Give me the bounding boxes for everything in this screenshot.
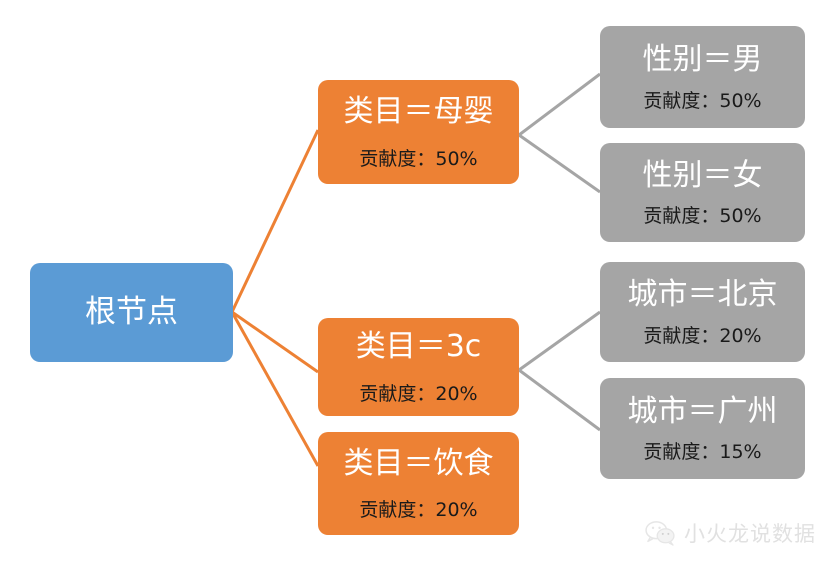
edge-3c-to-beijing	[518, 310, 601, 372]
node-root-title: 根节点	[85, 294, 178, 331]
node-branch-3c[interactable]: 类目＝3c 贡献度：20%	[318, 318, 519, 416]
node-leaf-city-beijing-title: 城市＝北京	[627, 277, 778, 313]
node-branch-muying-metric: 贡献度：50%	[359, 147, 478, 170]
edge-3c-to-guangzhou	[518, 368, 601, 432]
node-branch-muying-title: 类目＝母婴	[343, 94, 494, 130]
edge-root-to-yinshi	[230, 311, 320, 467]
wechat-icon	[645, 520, 675, 546]
node-root[interactable]: 根节点	[30, 263, 233, 362]
node-leaf-city-guangzhou-metric: 贡献度：15%	[643, 441, 762, 464]
node-leaf-gender-female[interactable]: 性别＝女 贡献度：50%	[600, 143, 805, 242]
node-leaf-city-beijing[interactable]: 城市＝北京 贡献度：20%	[600, 262, 805, 362]
node-leaf-city-beijing-metric: 贡献度：20%	[643, 324, 762, 347]
node-branch-yinshi-title: 类目＝饮食	[343, 445, 494, 481]
node-leaf-gender-female-metric: 贡献度：50%	[643, 205, 762, 228]
edge-root-to-3c	[231, 310, 319, 374]
node-branch-muying[interactable]: 类目＝母婴 贡献度：50%	[318, 80, 519, 184]
edge-muying-to-male	[518, 72, 601, 137]
node-leaf-gender-female-title: 性别＝女	[642, 157, 763, 193]
watermark: 小火龙说数据	[645, 518, 816, 548]
edge-root-to-muying	[230, 129, 320, 313]
watermark-text: 小火龙说数据	[684, 522, 816, 546]
node-branch-3c-title: 类目＝3c	[355, 329, 482, 365]
node-leaf-gender-male[interactable]: 性别＝男 贡献度：50%	[600, 26, 805, 128]
node-leaf-gender-male-title: 性别＝男	[642, 42, 763, 78]
edge-muying-to-female	[518, 133, 601, 194]
node-leaf-gender-male-metric: 贡献度：50%	[643, 89, 762, 112]
node-branch-3c-metric: 贡献度：20%	[359, 382, 478, 405]
node-leaf-city-guangzhou[interactable]: 城市＝广州 贡献度：15%	[600, 378, 805, 479]
node-branch-yinshi-metric: 贡献度：20%	[359, 499, 478, 522]
node-branch-yinshi[interactable]: 类目＝饮食 贡献度：20%	[318, 432, 519, 535]
node-leaf-city-guangzhou-title: 城市＝广州	[627, 393, 778, 429]
